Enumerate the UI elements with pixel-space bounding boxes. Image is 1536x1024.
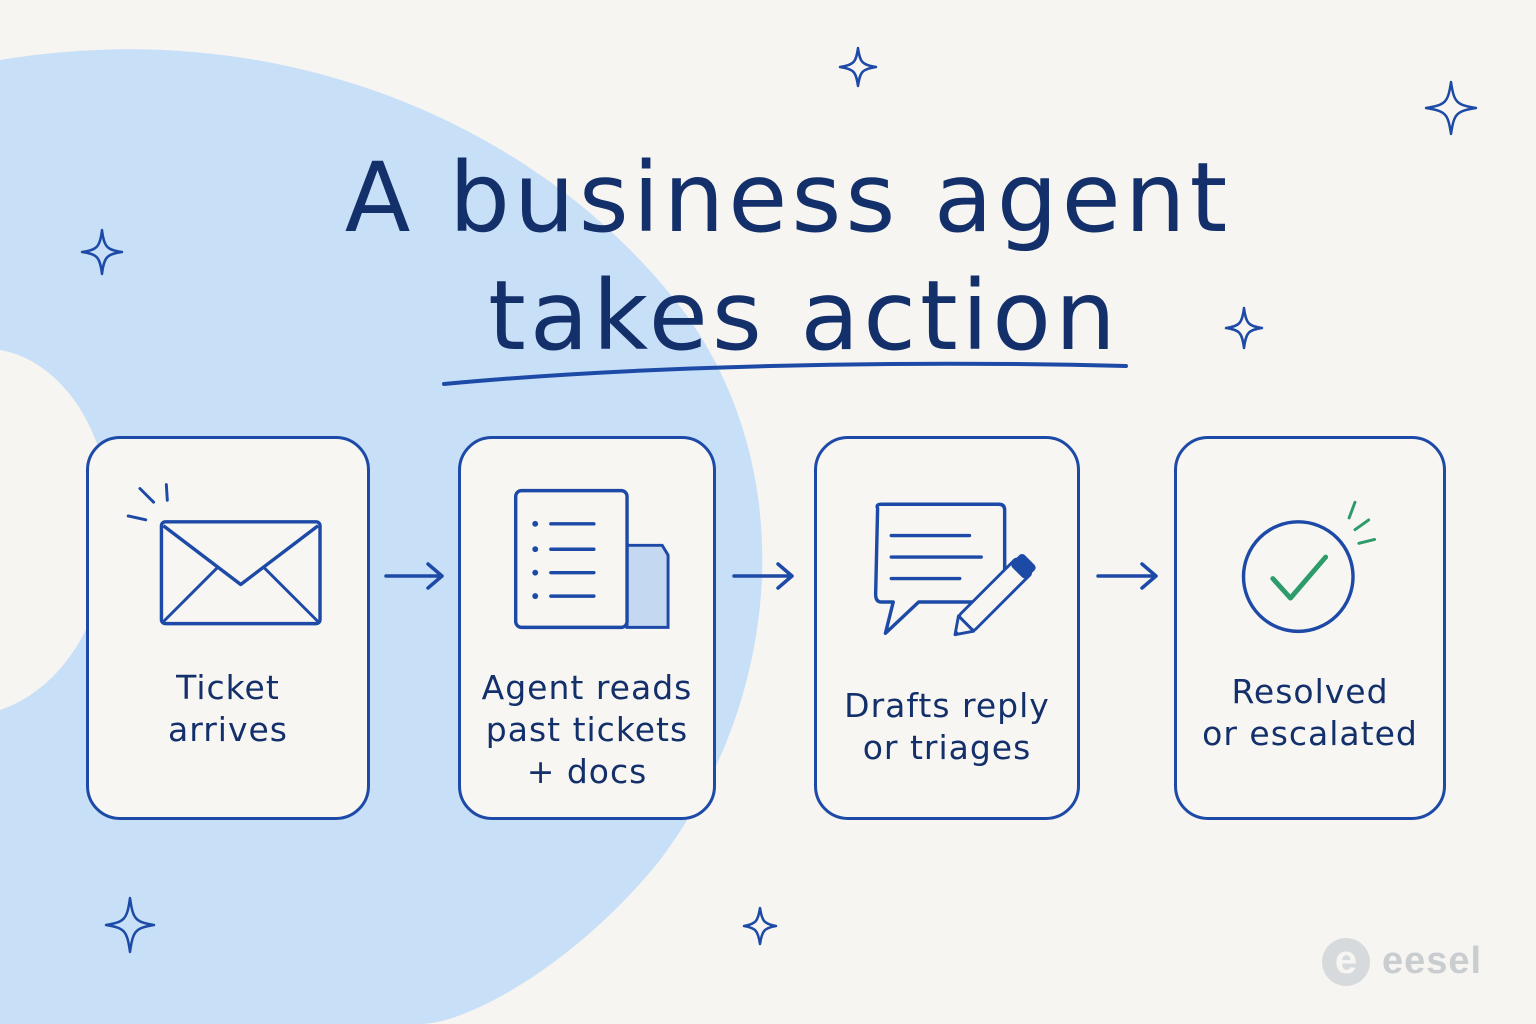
step-label-line: Drafts reply — [844, 686, 1050, 725]
title-line-2: takes action — [488, 260, 1120, 372]
step-label-line: Agent reads — [481, 668, 693, 707]
envelope-icon — [126, 483, 322, 626]
step-card-drafts-reply: Drafts reply or triages — [814, 436, 1080, 820]
brand-name: eesel — [1382, 940, 1483, 982]
sparkle-icon — [1224, 306, 1264, 350]
arrow-right-icon — [384, 562, 444, 590]
step-label-line: arrives — [168, 710, 288, 749]
title-underline — [442, 361, 1128, 386]
step-label-line: Ticket — [176, 668, 280, 707]
sparkle-icon — [742, 906, 778, 946]
step-label: Ticket arrives — [89, 667, 367, 751]
step-label-line: Resolved — [1231, 672, 1389, 711]
brand-mark: e — [1322, 938, 1370, 986]
step-label-line: past tickets — [485, 710, 689, 749]
step-label-line: or triages — [862, 728, 1032, 767]
sparkle-icon — [104, 896, 156, 954]
step-label: Drafts reply or triages — [817, 685, 1077, 769]
arrow-right-icon — [1096, 562, 1158, 590]
check-circle-icon — [1241, 500, 1377, 634]
arrow-right-icon — [732, 562, 794, 590]
step-card-agent-reads: Agent reads past tickets + docs — [458, 436, 716, 820]
title-line-1: A business agent — [344, 142, 1232, 254]
step-card-ticket-arrives: Ticket arrives — [86, 436, 370, 820]
sparkle-icon — [80, 228, 124, 276]
step-label-line: or escalated — [1202, 714, 1418, 753]
chat-pencil-icon — [873, 502, 1036, 637]
step-label: Resolved or escalated — [1177, 671, 1443, 755]
brand-logo: e eesel — [1322, 936, 1492, 990]
step-card-resolved: Resolved or escalated — [1174, 436, 1446, 820]
step-label: Agent reads past tickets + docs — [461, 667, 713, 793]
step-label-line: + docs — [526, 752, 648, 791]
document-icon — [513, 488, 670, 630]
sparkle-icon — [1424, 80, 1478, 136]
brand-mark-letter: e — [1334, 938, 1358, 982]
sparkle-icon — [838, 46, 878, 88]
